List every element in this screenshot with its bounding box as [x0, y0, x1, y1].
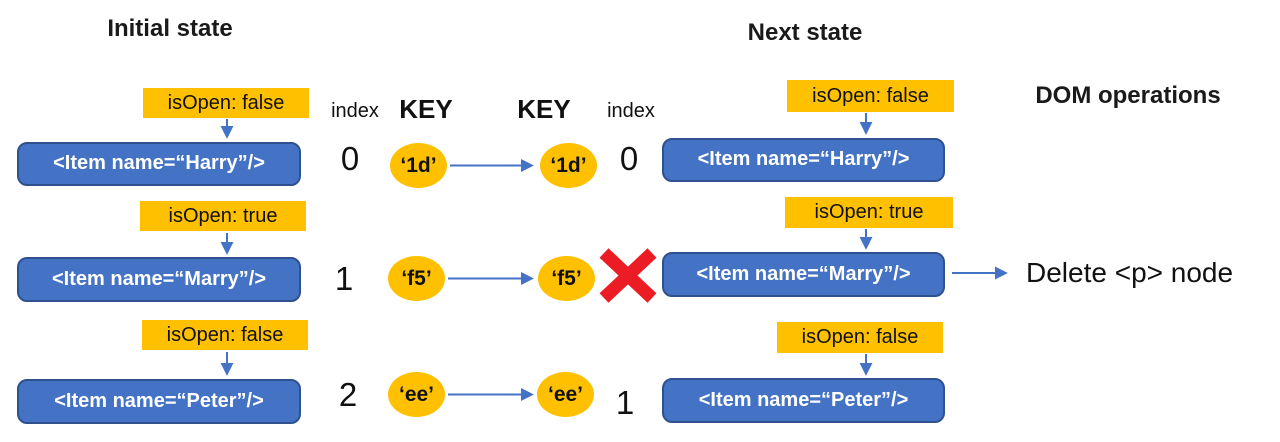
next-state-title: Next state — [747, 19, 863, 46]
isopen-badge: isOpen: true — [140, 201, 306, 231]
key-badge: ‘ee’ — [537, 372, 594, 417]
index-value: 1 — [615, 384, 635, 421]
isopen-badge: isOpen: false — [142, 320, 308, 350]
isopen-badge: isOpen: true — [785, 197, 953, 228]
item-node: <Item name=“Harry”/> — [662, 138, 945, 182]
key-badge: ‘f5’ — [538, 256, 595, 301]
key-badge: ‘ee’ — [388, 372, 445, 417]
isopen-badge: isOpen: false — [777, 322, 943, 353]
index-value: 0 — [340, 140, 360, 177]
index-value: 1 — [334, 260, 354, 297]
item-node: <Item name=“Harry”/> — [17, 142, 301, 186]
isopen-badge: isOpen: false — [787, 80, 954, 112]
isopen-badge: isOpen: false — [143, 88, 309, 118]
red-x-icon — [599, 248, 657, 303]
key-badge: ‘1d’ — [540, 143, 597, 188]
key-column-label-right: KEY — [517, 94, 571, 124]
delete-node-note: Delete <p> node — [1026, 257, 1234, 288]
key-column-label-left: KEY — [399, 94, 453, 124]
key-badge: ‘1d’ — [390, 143, 447, 188]
item-node: <Item name=“Peter”/> — [17, 379, 301, 424]
item-node: <Item name=“Marry”/> — [17, 257, 301, 302]
index-column-label-left: index — [331, 100, 379, 122]
initial-state-title: Initial state — [107, 15, 233, 42]
item-node: <Item name=“Marry”/> — [662, 252, 945, 297]
item-node: <Item name=“Peter”/> — [662, 378, 945, 423]
index-value: 2 — [338, 376, 358, 413]
dom-operations-title: DOM operations — [1035, 82, 1221, 109]
index-column-label-right: index — [607, 100, 655, 122]
key-badge: ‘f5’ — [388, 256, 445, 301]
index-value: 0 — [619, 140, 639, 177]
